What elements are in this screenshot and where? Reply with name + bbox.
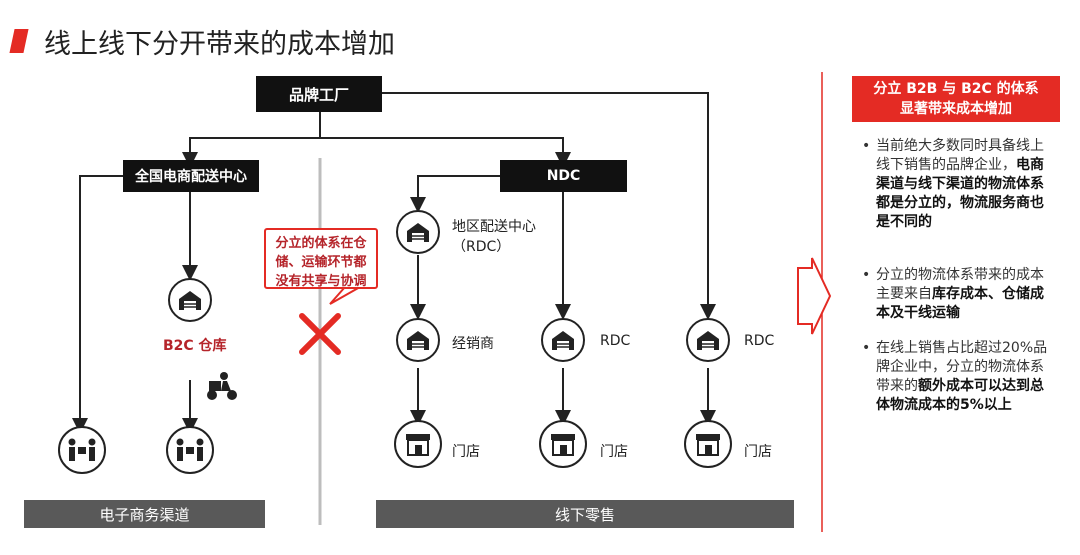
store-label: 门店 — [600, 444, 628, 460]
rdc-region-sublabel: （RDC） — [452, 239, 511, 255]
callout-line-2: 储、运输环节都 — [275, 255, 367, 270]
bullet-dot: • — [862, 267, 871, 283]
rdc-region-label: 地区配送中心 — [452, 219, 536, 235]
bullet-1-text: 当前绝大多数同时具备线上线下销售的品牌企业， — [876, 138, 1044, 173]
callout-box: 分立的体系在仓 储、运输环节都 没有共享与协调 — [264, 228, 378, 289]
bullet-dot: • — [862, 340, 871, 356]
bullet-2-text: 分立的物流体系带来的成本主要来自 — [876, 267, 1044, 302]
customer-handover-icon — [58, 426, 106, 474]
store-icon — [684, 420, 732, 468]
red-x-icon — [299, 313, 341, 355]
bullet-2-bold: 库存成本、仓储成本及干线运输 — [876, 286, 1044, 321]
warehouse-icon — [396, 210, 440, 254]
rdc-label: RDC — [600, 333, 631, 349]
side-header-line-1: 分立 B2B 与 B2C 的体系 — [873, 81, 1039, 97]
delivery-scooter-icon — [207, 372, 237, 400]
b2c-warehouse-label: B2C 仓库 — [163, 338, 227, 354]
store-label: 门店 — [744, 444, 772, 460]
side-panel-header: 分立 B2B 与 B2C 的体系 显著带来成本增加 — [852, 76, 1060, 122]
customer-handover-icon — [166, 426, 214, 474]
bullet-1-bold: 电商渠道与线下渠道的物流体系都是分立的，物流服务商也是不同的 — [876, 157, 1044, 230]
store-icon — [394, 420, 442, 468]
warehouse-icon — [396, 318, 440, 362]
offline-retail-bar: 线下零售 — [376, 500, 794, 528]
callout-line-3: 没有共享与协调 — [275, 274, 367, 289]
ecommerce-channel-bar: 电子商务渠道 — [24, 500, 265, 528]
warehouse-icon — [686, 318, 730, 362]
ndc-node: NDC — [500, 160, 627, 192]
rdc-label: RDC — [744, 333, 775, 349]
bullet-dot: • — [862, 138, 871, 154]
ecom-dc-node: 全国电商配送中心 — [123, 160, 259, 192]
warehouse-icon — [168, 278, 212, 322]
bullet-3-bold: 额外成本可以达到总体物流成本的5%以上 — [876, 378, 1044, 413]
side-header-line-2: 显著带来成本增加 — [900, 101, 1012, 117]
bullet-1: • 当前绝大多数同时具备线上线下销售的品牌企业，电商渠道与线下渠道的物流体系都是… — [862, 137, 1056, 232]
callout-line-1: 分立的体系在仓 — [275, 236, 367, 251]
distributor-label: 经销商 — [452, 336, 494, 352]
bullet-3-text: 在线上销售占比超过20%品牌企业中，分立的物流体系带来的 — [876, 340, 1048, 394]
store-icon — [539, 420, 587, 468]
store-label: 门店 — [452, 444, 480, 460]
page-title: 线上线下分开带来的成本增加 — [44, 29, 395, 60]
bullet-2: • 分立的物流体系带来的成本主要来自库存成本、仓储成本及干线运输 — [862, 266, 1056, 323]
bullet-3: • 在线上销售占比超过20%品牌企业中，分立的物流体系带来的额外成本可以达到总体… — [862, 339, 1056, 415]
factory-node: 品牌工厂 — [256, 76, 382, 112]
warehouse-icon — [541, 318, 585, 362]
